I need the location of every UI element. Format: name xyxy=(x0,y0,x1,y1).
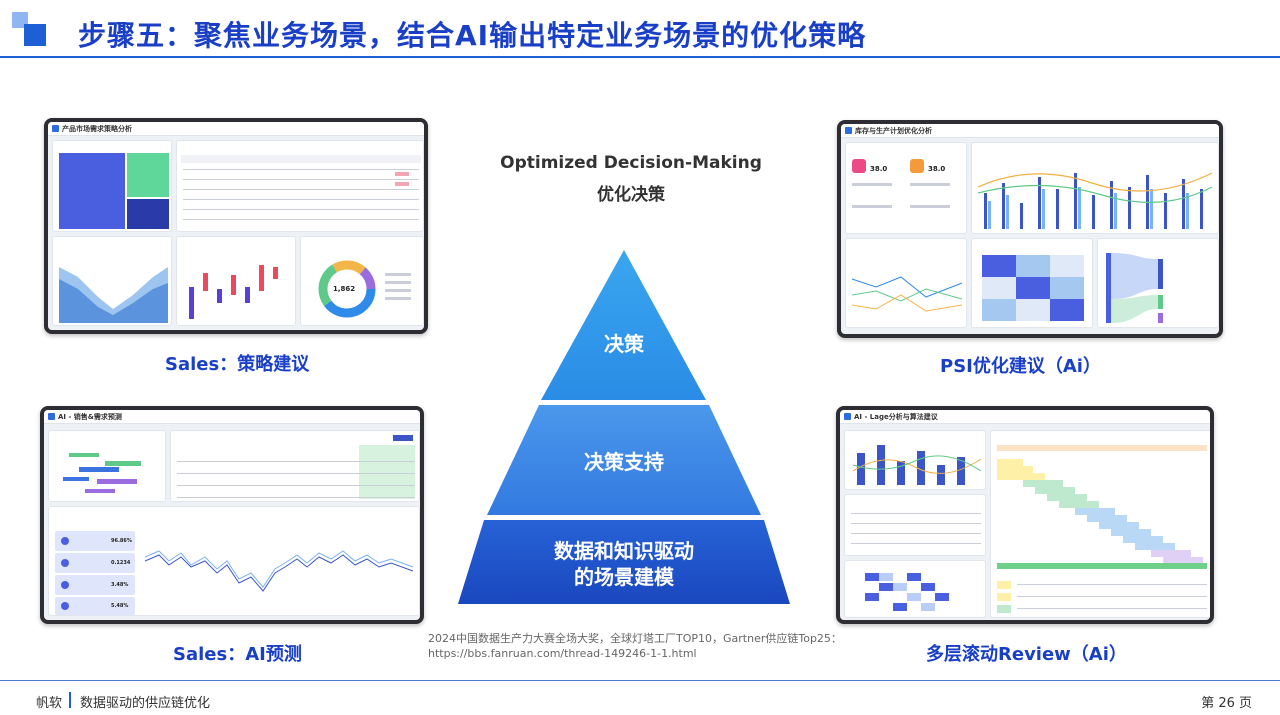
screen-title-bar: AI - Lage分析与算法建议 xyxy=(840,410,1210,424)
brand-logo-icon xyxy=(12,12,48,48)
candlestick-panel xyxy=(176,236,296,326)
heatmap-chart xyxy=(982,255,1084,321)
donut-panel: 1,862 xyxy=(300,236,424,326)
kpi-value-1: 38.0 xyxy=(870,165,888,173)
wordcloud-panel xyxy=(48,430,166,502)
pyramid-label-decision: 决策 xyxy=(604,332,644,356)
award-note: 2024中国数据生产力大赛全场大奖，全球灯塔工厂TOP10，Gartner供应链… xyxy=(428,631,842,661)
screenshot-inventory-plan: 库存与生产计划优化分析 38.0 38.0 xyxy=(837,120,1223,338)
multiline-panel xyxy=(845,238,967,328)
kpi-icons xyxy=(852,159,950,208)
forecast-table-graphic xyxy=(177,435,415,499)
lag-matrix-panel xyxy=(844,560,986,618)
footer-subtitle: 数据驱动的供应链优化 xyxy=(80,696,211,711)
pyramid-label-modeling-1: 数据和知识驱动 xyxy=(554,539,694,563)
title-divider xyxy=(0,56,1280,58)
caption-sales-ai-forecast: Sales：AI预测 xyxy=(173,644,302,665)
heatmap-panel xyxy=(971,238,1093,328)
lag-matrix-graphic xyxy=(865,573,949,611)
screen-title: 库存与生产计划优化分析 xyxy=(855,127,932,135)
footer-divider xyxy=(0,680,1280,681)
sankey-chart xyxy=(1106,253,1163,323)
wordcloud-graphic xyxy=(63,453,141,493)
pyramid-label-decision-support: 决策支持 xyxy=(584,450,664,474)
area-chart xyxy=(59,267,168,323)
data-table-graphic xyxy=(181,155,421,220)
metric-value-1: 96.86% xyxy=(111,538,132,544)
screen-title-bar: 库存与生产计划优化分析 xyxy=(841,124,1219,138)
bar-line-panel xyxy=(971,142,1219,234)
pyramid-label-modeling-2: 的场景建模 xyxy=(574,565,674,589)
lag-table-panel xyxy=(844,494,986,556)
area-chart-panel xyxy=(52,236,172,326)
metric-value-4: 5.48% xyxy=(111,603,129,609)
screenshot-lag-analysis: AI - Lage分析与算法建议 xyxy=(836,406,1214,624)
footer-brand: 帆软 xyxy=(36,696,63,711)
donut-chart xyxy=(318,260,411,318)
screen-title-bar: 产品市场需求策略分析 xyxy=(48,122,424,136)
screen-title: AI - 销售&需求预测 xyxy=(58,413,122,421)
caption-sales-strategy: Sales：策略建议 xyxy=(165,354,310,375)
award-note-text: 2024中国数据生产力大赛全场大奖，全球灯塔工厂TOP10，Gartner供应链… xyxy=(428,632,842,645)
data-table-panel xyxy=(176,140,424,232)
award-note-link[interactable]: https://bbs.fanruan.com/thread-149246-1-… xyxy=(428,647,697,660)
metric-value-3: 3.48% xyxy=(111,582,129,588)
footer-separator xyxy=(69,692,71,708)
rolling-review-panel xyxy=(990,430,1210,618)
screenshot-strategy-analysis: 产品市场需求策略分析 xyxy=(44,118,428,334)
caption-psi-advice: PSI优化建议（Ai） xyxy=(940,356,1101,377)
app-icon xyxy=(52,125,59,132)
donut-kpi: 1,862 xyxy=(333,285,356,293)
caption-rolling-review: 多层滚动Review（Ai） xyxy=(926,644,1127,665)
kpi-value-2: 38.0 xyxy=(928,165,946,173)
page-number: 第 26 页 xyxy=(1201,696,1252,711)
metric-value-2: 0.1234 xyxy=(111,560,131,566)
app-icon xyxy=(845,127,852,134)
lag-bar-chart xyxy=(852,445,982,485)
treemap-chart xyxy=(59,153,169,229)
app-icon xyxy=(48,413,55,420)
rolling-review-matrix xyxy=(997,445,1207,613)
screenshot-sales-forecast: AI - 销售&需求预测 xyxy=(40,406,424,624)
forecast-metrics-panel: 96.86% 0.1234 3.48% 5.48% xyxy=(48,506,420,616)
bar-line-chart xyxy=(977,172,1213,229)
treemap-panel xyxy=(52,140,172,232)
screen-title: 产品市场需求策略分析 xyxy=(62,125,132,133)
multiline-chart xyxy=(851,276,963,312)
screen-title: AI - Lage分析与算法建议 xyxy=(854,413,938,421)
forecast-table-panel xyxy=(170,430,420,502)
pyramid-top-tier xyxy=(541,250,706,400)
lag-table-graphic xyxy=(851,513,981,544)
page-title: 步骤五：聚焦业务场景，结合AI输出特定业务场景的优化策略 xyxy=(78,19,867,52)
sankey-panel xyxy=(1097,238,1219,328)
lag-bar-panel xyxy=(844,430,986,490)
forecast-line-chart xyxy=(55,531,414,615)
app-icon xyxy=(844,413,851,420)
decision-heading-zh: 优化决策 xyxy=(597,185,665,205)
screen-title-bar: AI - 销售&需求预测 xyxy=(44,410,420,424)
kpi-panel: 38.0 38.0 xyxy=(845,142,967,234)
decision-heading-en: Optimized Decision-Making xyxy=(500,153,762,173)
candlestick-chart xyxy=(189,265,278,319)
